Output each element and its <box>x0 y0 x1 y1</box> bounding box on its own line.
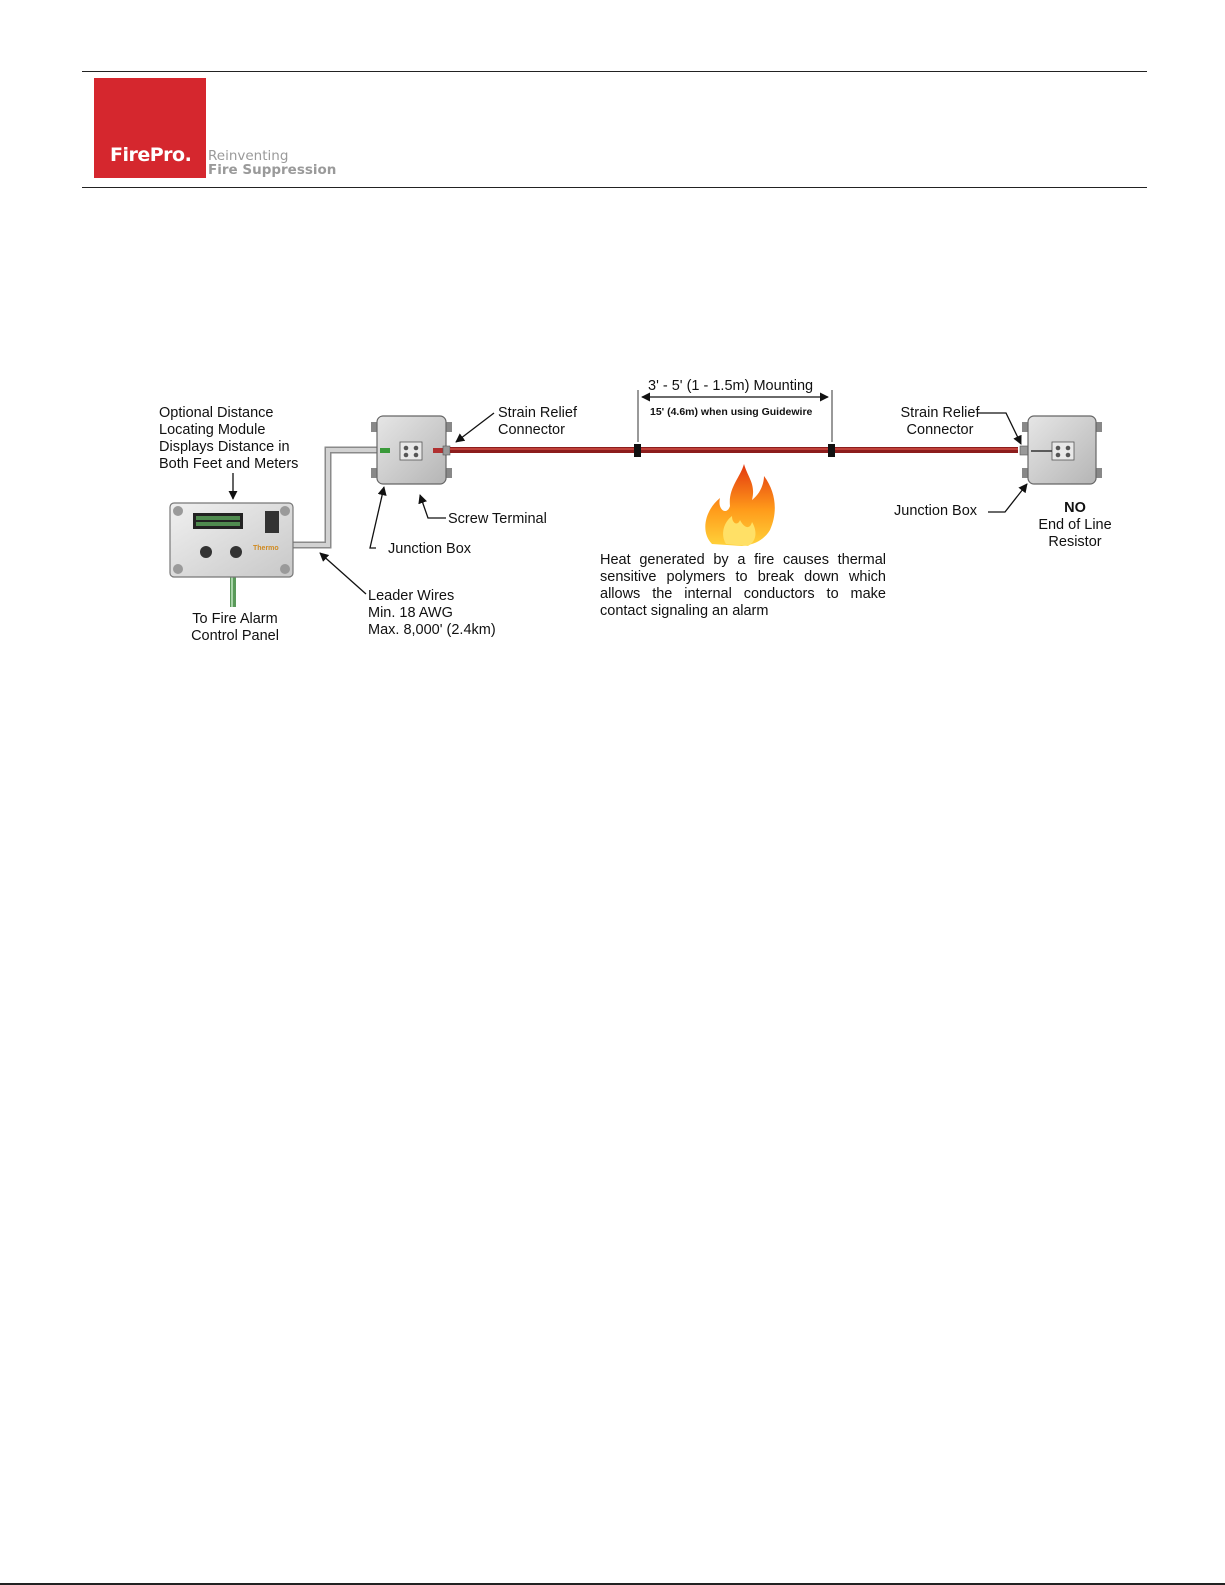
label-leader-wires: Leader Wires Min. 18 AWG Max. 8,000' (2.… <box>368 588 496 638</box>
distance-locating-module: Thermo <box>169 502 294 578</box>
linear-heat-detector-diagram: Thermo <box>130 360 1130 660</box>
firepro-logo: FirePro. <box>94 78 206 178</box>
label-junction-box-left: Junction Box <box>388 541 472 557</box>
heat-detection-cable <box>450 444 1018 457</box>
footer-rule <box>0 1583 1225 1585</box>
mounting-dimension <box>637 390 833 442</box>
module-brand: Thermo <box>253 545 279 552</box>
label-junction-box-right: Junction Box <box>894 503 978 519</box>
junction-box-left <box>371 415 452 485</box>
callout-arrows <box>228 412 1028 595</box>
label-strain-relief-right: Strain Relief Connector <box>900 405 980 438</box>
label-mounting: 3' - 5' (1 - 1.5m) Mounting <box>648 378 814 394</box>
label-strain-relief-left: Strain Relief Connector <box>498 405 577 438</box>
label-screw-terminal: Screw Terminal <box>448 511 547 527</box>
tagline-line2: Fire Suppression <box>208 162 337 178</box>
label-end-of-line: End of Line Resistor <box>1038 517 1112 550</box>
logo-text: FirePro. <box>110 144 192 166</box>
leader-wires <box>292 446 380 549</box>
diagram-svg: Thermo <box>169 390 1102 607</box>
header-bottom-rule <box>82 187 1147 188</box>
header-top-rule <box>82 71 1147 72</box>
label-heat-text: Heat generated by a fire causes thermal … <box>600 552 886 619</box>
fire-flame-icon <box>705 464 775 546</box>
panel-cable <box>230 577 236 607</box>
junction-box-right <box>1019 415 1102 485</box>
label-guidewire: 15' (4.6m) when using Guidewire <box>650 406 813 418</box>
label-no: NO <box>1064 500 1086 516</box>
label-fire-alarm: To Fire Alarm Control Panel <box>191 611 279 644</box>
tagline-line1: Reinventing <box>208 148 289 164</box>
label-optional-module: Optional Distance Locating Module Displa… <box>159 405 299 472</box>
